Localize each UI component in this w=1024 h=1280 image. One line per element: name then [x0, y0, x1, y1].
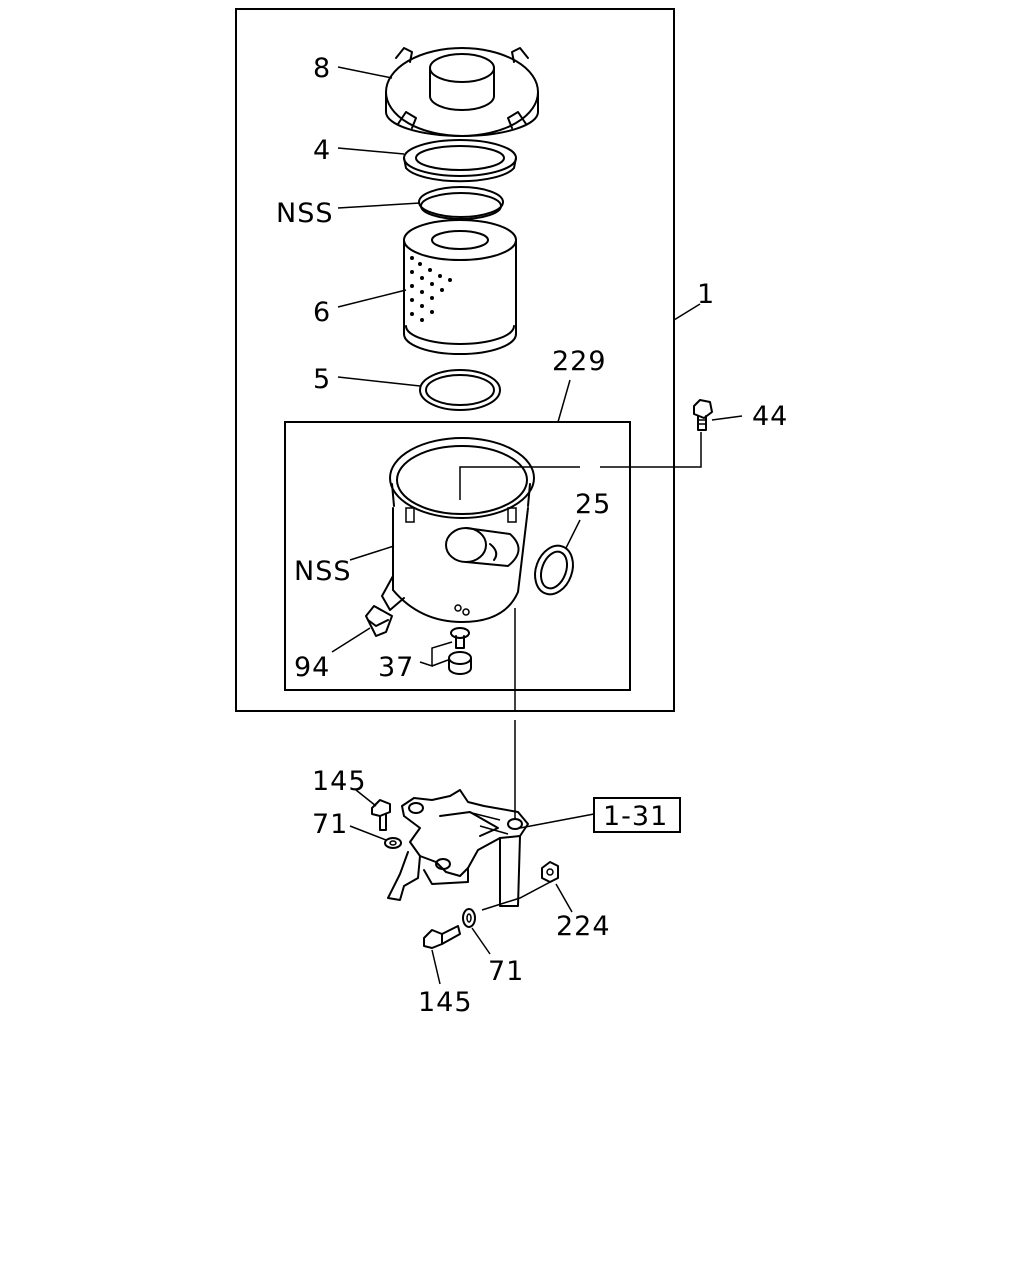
bolt-part-44: [693, 399, 713, 431]
leader-lines: [331, 66, 743, 985]
washer-part-71-top: [384, 837, 402, 849]
label-part-94: 94: [294, 652, 330, 683]
mounting-bracket: [387, 789, 529, 907]
washer-part-71-bottom: [462, 908, 476, 928]
label-part-71-top: 71: [312, 809, 348, 840]
label-part-224: 224: [556, 911, 611, 942]
ring-part-4: [403, 139, 517, 183]
label-part-145-top: 145: [312, 766, 367, 797]
gasket-part-25: [534, 544, 574, 596]
assembly-229-frame: [284, 421, 631, 691]
filter-element-part-6: [403, 219, 517, 355]
o-ring-part-5: [419, 369, 501, 411]
bolt-part-145-bottom: [423, 925, 461, 949]
label-part-145-bottom: 145: [418, 987, 473, 1018]
nut-part-224: [541, 861, 559, 883]
label-nss-ring: NSS: [276, 198, 333, 229]
label-part-6: 6: [313, 297, 331, 328]
label-nss-body: NSS: [294, 556, 351, 587]
label-part-44: 44: [752, 401, 788, 432]
cover-part-8: [385, 47, 539, 137]
label-part-1: 1: [697, 279, 715, 310]
label-part-25: 25: [575, 489, 611, 520]
housing-body-nss: [381, 437, 535, 623]
label-part-71-bottom: 71: [488, 956, 524, 987]
label-part-37: 37: [378, 652, 414, 683]
assembly-1-frame: [235, 8, 675, 712]
connector-lines: [459, 432, 702, 911]
grommet-part-37: [448, 627, 472, 675]
label-part-4: 4: [313, 135, 331, 166]
bolt-part-145-top: [371, 799, 391, 831]
seal-ring-nss: [418, 186, 504, 220]
label-part-8: 8: [313, 53, 331, 84]
ref-box-1-31: [593, 797, 681, 833]
label-part-229: 229: [552, 346, 607, 377]
label-ref-1-31: 1-31: [603, 801, 668, 832]
valve-part-94: [365, 605, 393, 637]
label-part-5: 5: [313, 364, 331, 395]
